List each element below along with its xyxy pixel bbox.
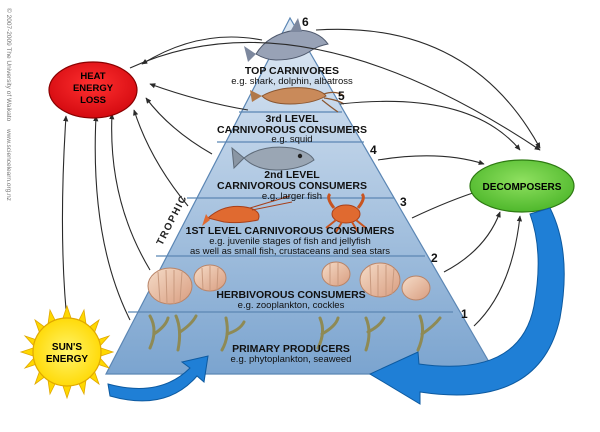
svg-text:e.g. shark, dolphin, albatross: e.g. shark, dolphin, albatross <box>231 76 353 87</box>
svg-text:1ST LEVEL CARNIVOROUS CONSUMER: 1ST LEVEL CARNIVOROUS CONSUMERS <box>186 225 395 237</box>
copyright-credit: © 2007-2009 The University of Waikato ww… <box>5 8 13 201</box>
svg-text:e.g. larger fish: e.g. larger fish <box>262 191 322 202</box>
heat-loss-arrows <box>61 36 263 331</box>
svg-text:HEAT: HEAT <box>80 71 105 82</box>
level-6-number: 6 <box>302 15 309 29</box>
sun-energy-node: SUN'S ENERGY <box>19 304 115 400</box>
crab-icon <box>325 192 367 233</box>
svg-text:2nd LEVEL: 2nd LEVEL <box>264 169 320 181</box>
cockle-icon <box>147 261 431 305</box>
shrimp-icon <box>202 195 293 226</box>
level-2-number: 2 <box>431 251 438 265</box>
level-4-number: 4 <box>370 143 377 157</box>
level-3-number: 3 <box>400 195 407 209</box>
level-1-number: 1 <box>461 307 468 321</box>
level-3-label: 1ST LEVEL CARNIVOROUS CONSUMERS e.g. juv… <box>186 225 395 257</box>
svg-text:3rd LEVEL: 3rd LEVEL <box>265 113 319 125</box>
svg-text:e.g. zooplankton, cockles: e.g. zooplankton, cockles <box>238 300 345 311</box>
level-5-label: 3rd LEVEL CARNIVOROUS CONSUMERS e.g. squ… <box>217 113 367 145</box>
svg-text:TOP CARNIVORES: TOP CARNIVORES <box>245 65 339 77</box>
squid-icon <box>250 87 345 113</box>
svg-text:DECOMPOSERS: DECOMPOSERS <box>483 182 562 193</box>
level-6-label: TOP CARNIVORES e.g. shark, dolphin, alba… <box>231 65 353 87</box>
seaweed-icon <box>148 314 442 352</box>
svg-text:PRIMARY PRODUCERS: PRIMARY PRODUCERS <box>232 343 350 355</box>
level-1-label: PRIMARY PRODUCERS e.g. phytoplankton, se… <box>231 343 352 365</box>
svg-text:e.g. juvenile stages of fish a: e.g. juvenile stages of fish and jellyfi… <box>209 236 371 247</box>
level-4-label: 2nd LEVEL CARNIVOROUS CONSUMERS e.g. lar… <box>217 169 367 202</box>
level-5-number: 5 <box>338 89 345 103</box>
svg-text:HERBIVOROUS CONSUMERS: HERBIVOROUS CONSUMERS <box>216 289 365 301</box>
svg-text:CARNIVOROUS CONSUMERS: CARNIVOROUS CONSUMERS <box>217 124 367 136</box>
fish-icon <box>231 146 315 171</box>
energy-flow-arrows <box>107 207 565 405</box>
svg-text:as well as small fish, crustac: as well as small fish, crustaceans and s… <box>190 246 390 257</box>
svg-text:LOSS: LOSS <box>80 95 106 106</box>
svg-text:e.g. phytoplankton, seaweed: e.g. phytoplankton, seaweed <box>231 354 352 365</box>
svg-text:ENERGY: ENERGY <box>73 83 114 94</box>
level-2-label: HERBIVOROUS CONSUMERS e.g. zooplankton, … <box>216 289 365 311</box>
decomposers-node: DECOMPOSERS <box>469 159 575 213</box>
heat-energy-loss-node: HEAT ENERGY LOSS <box>48 61 138 119</box>
decomposer-arrows <box>129 28 541 327</box>
svg-text:e.g. squid: e.g. squid <box>271 134 312 145</box>
svg-text:ENERGY: ENERGY <box>46 354 89 365</box>
svg-text:CARNIVOROUS CONSUMERS: CARNIVOROUS CONSUMERS <box>217 180 367 192</box>
svg-text:SUN'S: SUN'S <box>52 342 82 353</box>
